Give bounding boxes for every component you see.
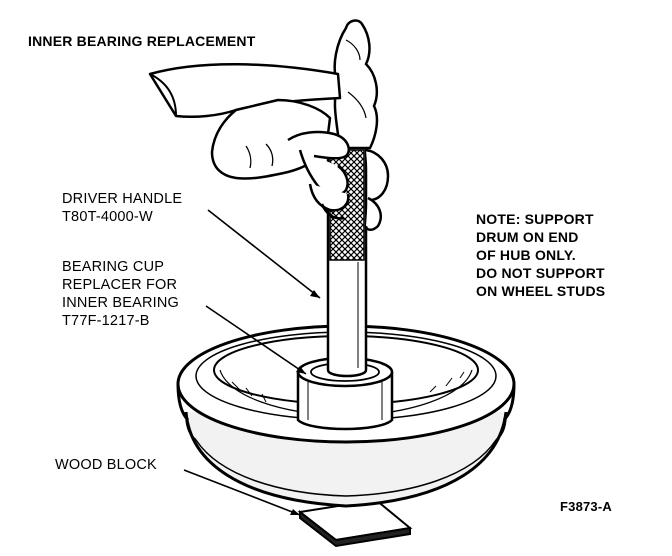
driver-handle-label: DRIVER HANDLE — [62, 191, 183, 207]
bearing-cup-label-line-2: REPLACER FOR — [62, 277, 178, 293]
note-line-5: ON WHEEL STUDS — [476, 283, 606, 299]
hand — [148, 63, 390, 231]
wood-block — [297, 498, 413, 548]
note-line-1: NOTE: SUPPORT — [476, 211, 594, 227]
note-line-3: OF HUB ONLY. — [476, 247, 576, 263]
figure-id: F3873-A — [560, 499, 612, 514]
note-line-4: DO NOT SUPPORT — [476, 265, 605, 281]
wood-block-label: WOOD BLOCK — [55, 457, 157, 473]
figure-title: INNER BEARING REPLACEMENT — [28, 33, 256, 49]
bearing-cup-label-line-3: INNER BEARING — [62, 295, 180, 311]
bearing-cup-leader — [205, 305, 307, 375]
driver-handle-leader — [207, 209, 321, 299]
note-line-2: DRUM ON END — [476, 229, 579, 245]
hammer — [333, 19, 379, 150]
leader-lines — [183, 209, 321, 516]
bearing-cup-part-number: T77F-1217-B — [62, 313, 150, 329]
driver-handle-part-number: T80T-4000-W — [62, 209, 153, 225]
wood-block-leader — [183, 469, 301, 516]
bearing-cup-label-line-1: BEARING CUP — [62, 259, 165, 275]
